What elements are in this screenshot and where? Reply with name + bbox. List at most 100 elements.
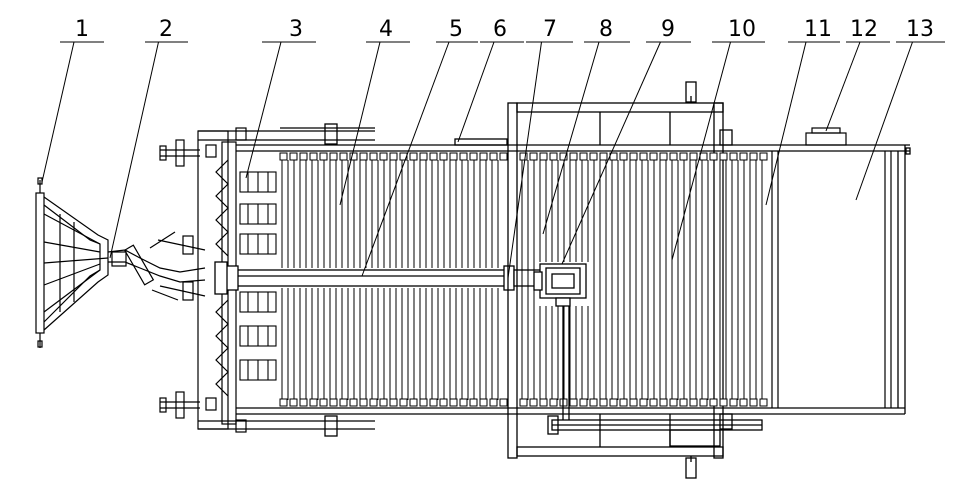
hitch-frame <box>35 177 109 348</box>
leader-line <box>361 41 450 277</box>
part-number-label: 8 <box>599 17 613 42</box>
chain-link <box>679 398 688 407</box>
chain-link <box>499 152 508 161</box>
chain-link <box>649 398 658 407</box>
part-number-label: 11 <box>804 17 832 42</box>
chain-link <box>749 152 758 161</box>
chain-link <box>429 398 438 407</box>
chain-link <box>709 152 718 161</box>
chain-link <box>389 398 398 407</box>
part-number-label: 10 <box>728 17 756 42</box>
discharge-table <box>771 127 892 408</box>
secondary-conveyor <box>521 160 763 400</box>
leader-line <box>825 41 861 132</box>
chain-link <box>359 398 368 407</box>
chain-link <box>659 398 668 407</box>
chain-link <box>569 398 578 407</box>
chain-link <box>669 398 678 407</box>
chain-link <box>589 152 598 161</box>
chain-link <box>639 398 648 407</box>
chain-link <box>639 152 648 161</box>
chain-link <box>379 152 388 161</box>
chain-link <box>719 152 728 161</box>
part-number-label: 5 <box>449 17 463 42</box>
chain-link <box>399 398 408 407</box>
chain-link <box>329 398 338 407</box>
part-number-label: 9 <box>661 17 675 42</box>
leader-line <box>561 41 661 265</box>
chain-link <box>539 398 548 407</box>
chain-link <box>459 398 468 407</box>
chain-link <box>349 152 358 161</box>
chain-link <box>529 152 538 161</box>
chain-link <box>379 398 388 407</box>
part-number-label: 1 <box>75 17 89 42</box>
chain-link <box>429 152 438 161</box>
part-number-label: 12 <box>850 17 878 42</box>
part-number-label: 2 <box>159 17 173 42</box>
chain-link <box>719 398 728 407</box>
chain-link <box>599 398 608 407</box>
part-number-label: 4 <box>379 17 393 42</box>
chain-link <box>659 152 668 161</box>
chain-link <box>739 398 748 407</box>
chain-link <box>579 152 588 161</box>
chain-link <box>399 152 408 161</box>
leader-line <box>855 41 913 201</box>
chain-link <box>329 152 338 161</box>
chain-link <box>559 152 568 161</box>
chain-link <box>689 152 698 161</box>
chain-link <box>419 398 428 407</box>
chain-link <box>679 152 688 161</box>
chain-link <box>519 152 528 161</box>
drive-shaft <box>214 261 543 295</box>
chain-link <box>749 398 758 407</box>
chain-link <box>529 398 538 407</box>
part-number-label: 13 <box>906 17 934 42</box>
chain-link <box>709 398 718 407</box>
chain-link <box>439 152 448 161</box>
chain-link <box>359 152 368 161</box>
chain-link <box>519 398 528 407</box>
chain-link <box>549 398 558 407</box>
chain-link <box>489 398 498 407</box>
chain-link <box>299 152 308 161</box>
chain-link <box>409 398 418 407</box>
chain-link <box>759 398 768 407</box>
chain-link <box>609 398 618 407</box>
chain-link <box>309 398 318 407</box>
chain-link <box>599 152 608 161</box>
chain-link <box>469 152 478 161</box>
chain-link <box>299 398 308 407</box>
chain-link <box>649 152 658 161</box>
leader-line <box>671 41 731 261</box>
chain-link <box>699 152 708 161</box>
chain-link <box>279 152 288 161</box>
chain-link <box>479 152 488 161</box>
part-number-label: 6 <box>493 17 507 42</box>
leader-line <box>457 41 495 143</box>
chain-link <box>309 152 318 161</box>
chain-link <box>739 152 748 161</box>
chain-link <box>369 398 378 407</box>
leader-line <box>41 41 75 183</box>
chain-link <box>409 152 418 161</box>
chain-link <box>389 152 398 161</box>
leader-line <box>339 41 381 206</box>
chain-link <box>419 152 428 161</box>
chain-link <box>729 152 738 161</box>
chain-link <box>699 398 708 407</box>
pto-link <box>107 231 206 301</box>
chain-link <box>449 152 458 161</box>
chain-link <box>569 152 578 161</box>
middle-frame <box>454 81 763 479</box>
chain-link <box>729 398 738 407</box>
part-number-label: 7 <box>543 17 557 42</box>
chain-link <box>349 398 358 407</box>
primary-conveyor <box>281 160 499 400</box>
gearbox <box>533 263 587 420</box>
leader-line <box>109 41 159 259</box>
chain-link <box>689 398 698 407</box>
